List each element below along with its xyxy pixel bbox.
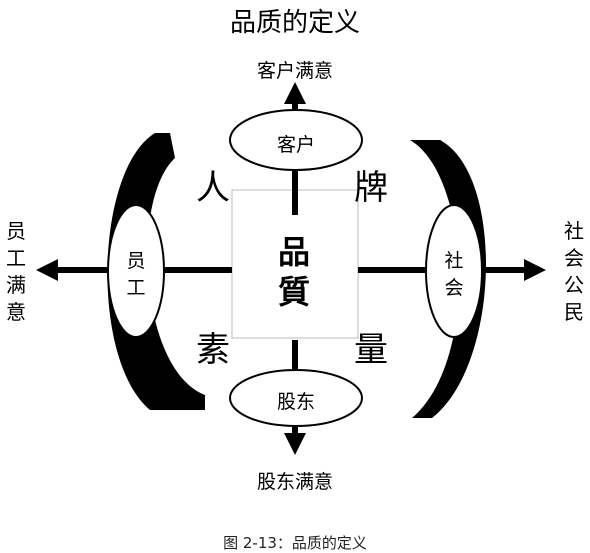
customer-satisfaction-label: 客户满意	[256, 60, 333, 82]
center-quality-label: 品 質	[277, 233, 310, 311]
society-label: 社 会	[444, 250, 464, 299]
corner-quality-su: 素	[196, 330, 230, 370]
shareholder-satisfaction-label: 股东满意	[256, 471, 333, 493]
arrowhead-left	[36, 259, 58, 281]
arrowhead-down	[284, 433, 306, 455]
diagram-title: 品质的定义	[229, 8, 360, 38]
customer-oval	[229, 109, 363, 171]
society-oval	[425, 204, 483, 338]
employee-satisfaction-label: 员 工 满 意	[6, 219, 26, 324]
corporate-citizen-label: 社 会 公 民	[564, 219, 584, 324]
left-crescent	[107, 133, 205, 410]
employee-label: 员 工	[126, 250, 146, 299]
customer-label: 客户	[276, 134, 315, 156]
corner-quality-liang: 量	[354, 330, 388, 370]
arrowhead-up	[284, 82, 306, 104]
corner-brand: 牌	[354, 168, 388, 208]
shareholder-oval	[229, 369, 363, 427]
employee-oval	[107, 204, 165, 338]
arrowhead-right	[524, 259, 546, 281]
corner-people: 人	[196, 168, 230, 208]
figure-caption: 图 2-13：品质的定义	[223, 534, 367, 552]
shareholder-label: 股东	[276, 391, 315, 413]
